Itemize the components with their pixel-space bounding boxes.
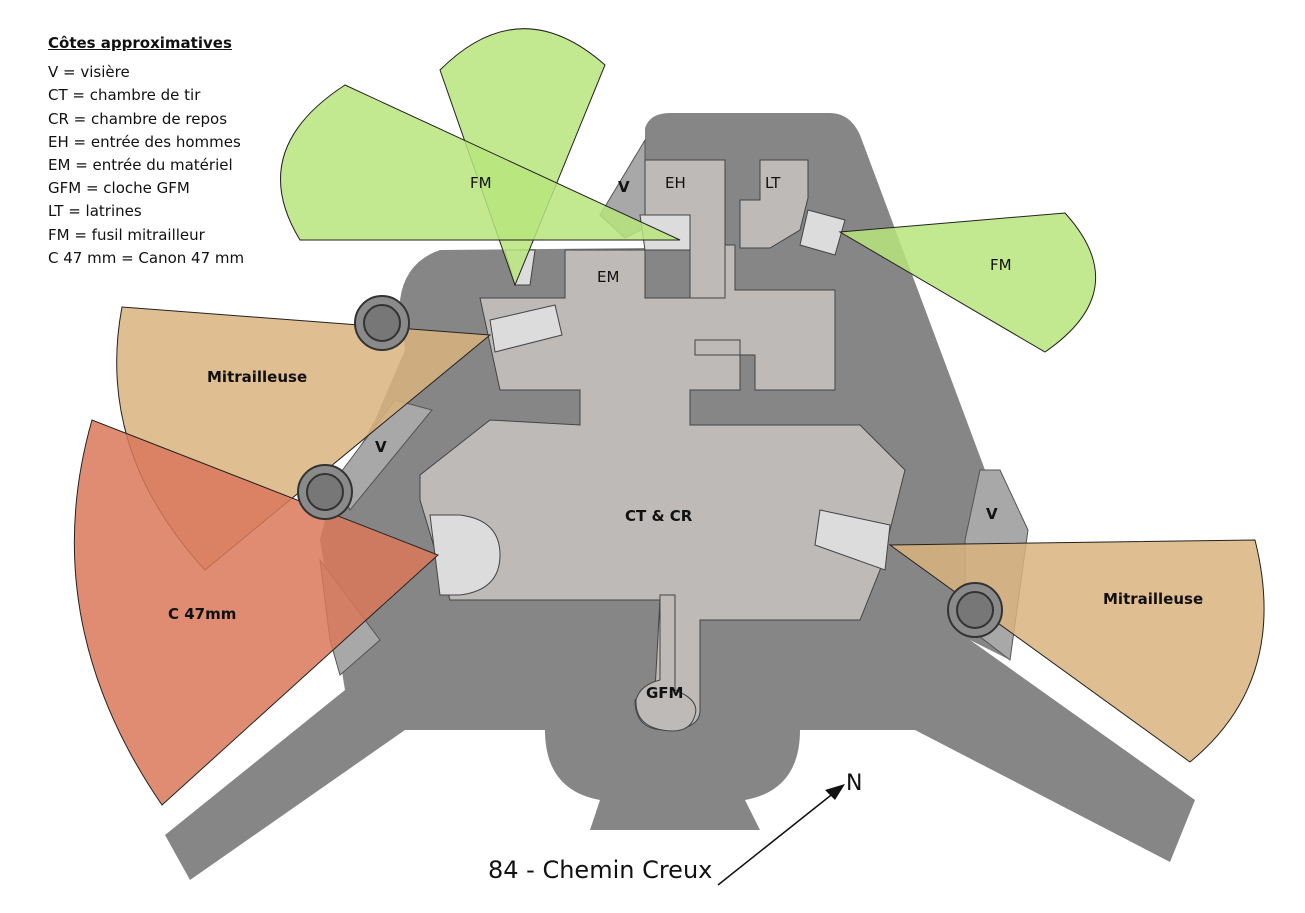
cloches	[297, 295, 1003, 638]
sector-cannon	[73, 419, 439, 806]
north-arrow-head	[825, 784, 845, 800]
label-ct-cr: CT & CR	[625, 507, 693, 525]
embrasure-fm-right	[799, 209, 846, 256]
label-visor-top: V	[618, 178, 630, 196]
sector-fm-top	[439, 28, 606, 287]
cloche-1	[354, 295, 410, 351]
legend-item: V = visière	[48, 63, 130, 82]
north-arrow-line	[717, 787, 841, 886]
label-fm-right: FM	[990, 256, 1012, 274]
room-lt	[739, 159, 809, 249]
label-gfm: GFM	[646, 684, 684, 702]
legend-item: CR = chambre de repos	[48, 109, 228, 128]
embrasure-mg-right	[814, 509, 891, 571]
label-lt: LT	[765, 174, 781, 192]
legend-item: LT = latrines	[48, 202, 142, 221]
label-fm-top: FM	[470, 174, 492, 192]
label-visor-right: V	[986, 505, 998, 523]
label-eh: EH	[665, 174, 686, 192]
legend-item: EM = entrée du matériel	[48, 156, 233, 175]
embrasure-mg-left	[489, 304, 563, 353]
label-mg-left: Mitrailleuse	[207, 368, 307, 386]
label-mg-right: Mitrailleuse	[1103, 590, 1203, 608]
room-gfm	[635, 594, 697, 732]
sector-fm-right	[838, 212, 1097, 353]
legend: Côtes approximatives V = visière CT = ch…	[48, 32, 244, 270]
cloche-2	[297, 464, 353, 520]
legend-item: CT = chambre de tir	[48, 86, 201, 105]
room-em	[419, 244, 906, 731]
legend-title: Côtes approximatives	[48, 34, 232, 52]
label-visor-left: V	[375, 438, 387, 456]
sector-fm-top-left	[280, 84, 681, 241]
label-cannon: C 47mm	[168, 605, 236, 623]
plan-caption: 84 - Chemin Creux	[488, 856, 713, 884]
legend-item: GFM = cloche GFM	[48, 179, 190, 198]
embrasures	[429, 209, 891, 596]
label-em: EM	[597, 268, 619, 286]
plan-labels: FM FM Mitrailleuse Mitrailleuse C 47mm V…	[168, 174, 1203, 702]
legend-item: FM = fusil mitrailleur	[48, 225, 205, 244]
interior-rooms	[419, 159, 906, 732]
embrasure-cannon	[429, 514, 501, 596]
north-label: N	[846, 771, 862, 796]
legend-item: C 47 mm = Canon 47 mm	[48, 248, 245, 267]
legend-item: EH = entrée des hommes	[48, 132, 241, 151]
cloche-3	[947, 582, 1003, 638]
north-arrow: N	[717, 771, 862, 886]
